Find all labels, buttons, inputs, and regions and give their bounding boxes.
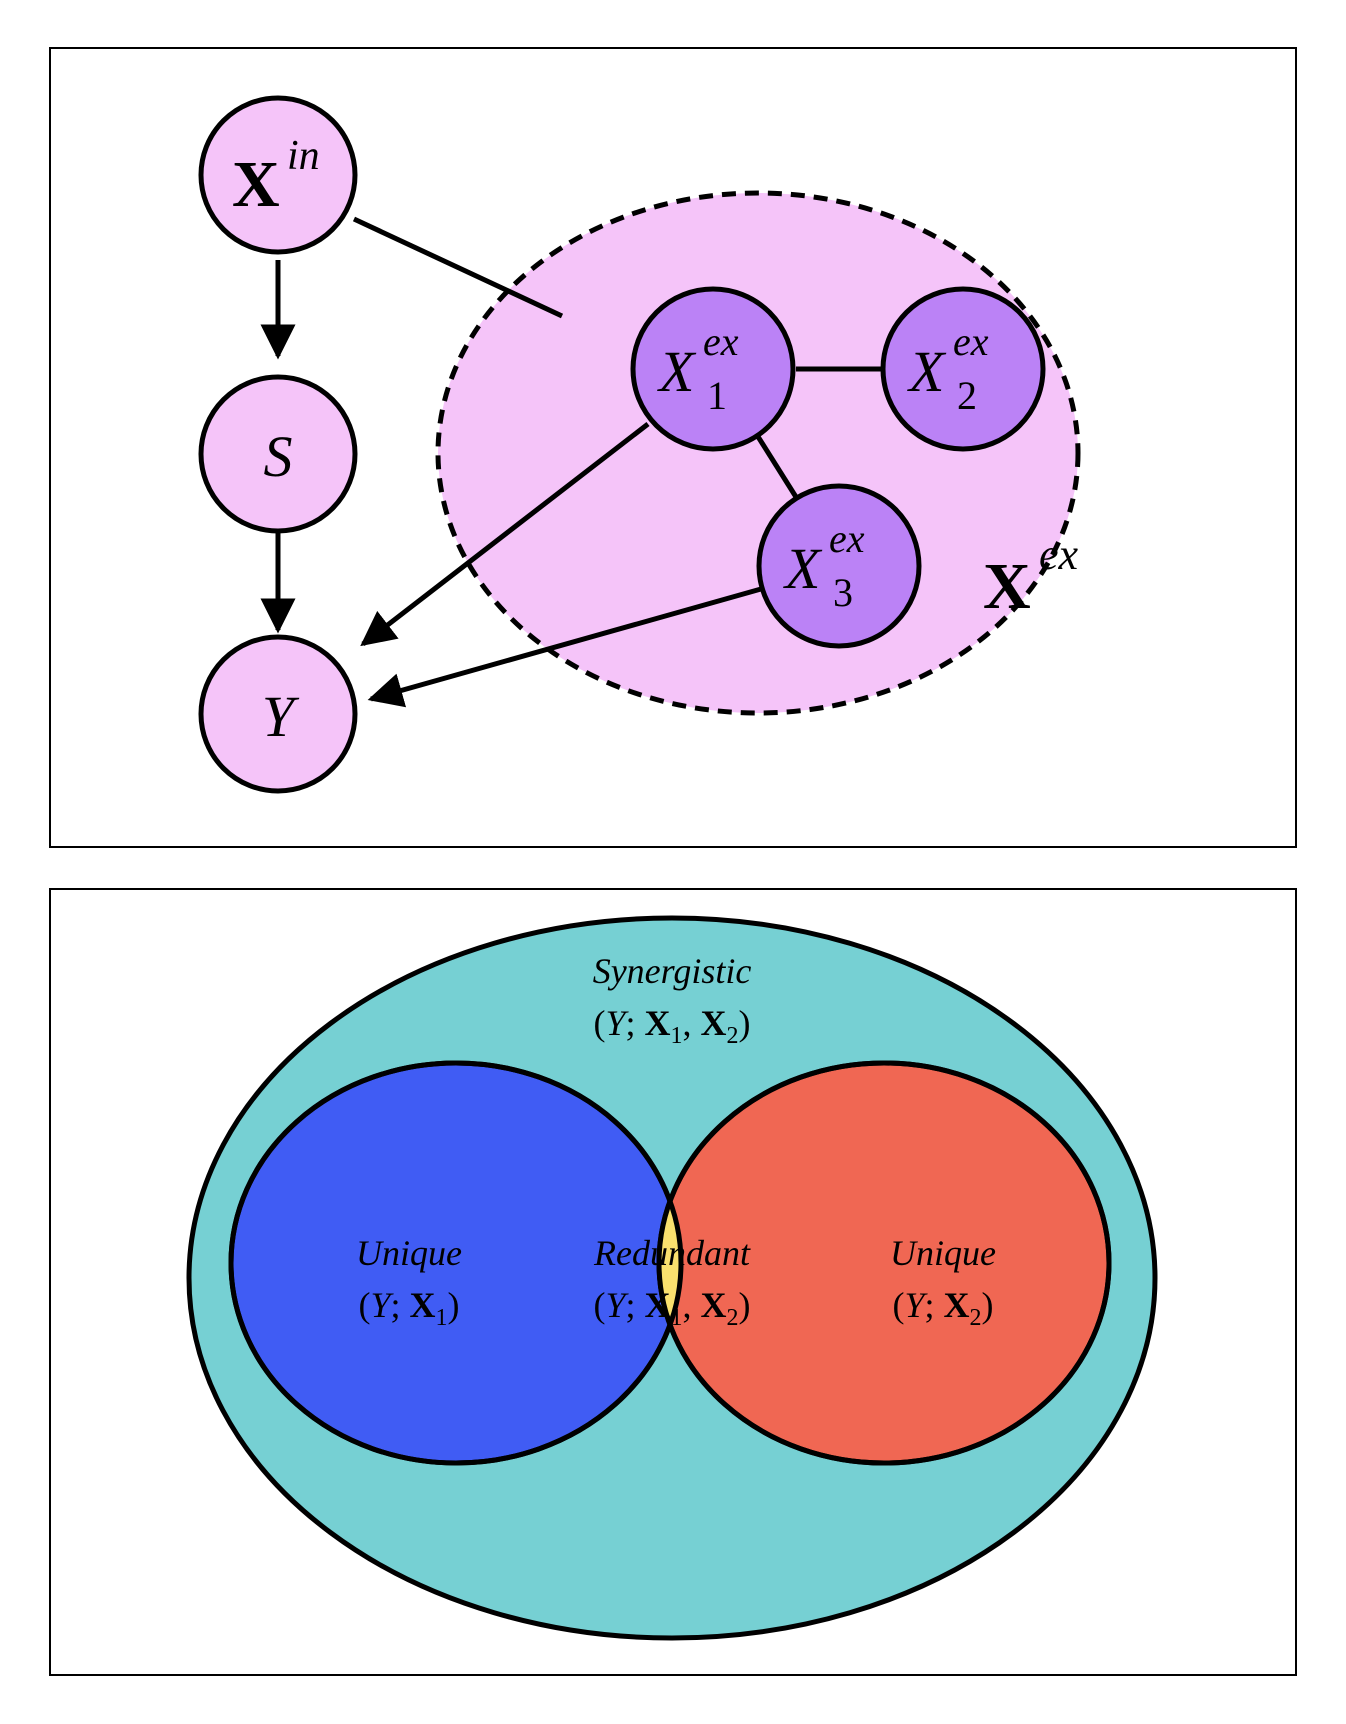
node-x2ex-sup: ex (953, 319, 989, 364)
synergistic-title: Synergistic (593, 951, 752, 991)
edge-x1-y (360, 422, 650, 647)
node-x1ex-base: X (657, 339, 697, 404)
node-s-label: S (264, 424, 293, 489)
synergistic-formula: (Y; X1, X2) (593, 1003, 750, 1049)
node-x3ex-sub: 3 (833, 570, 853, 615)
xex-dashed-region (435, 190, 1081, 716)
redundant-title: Redundant (593, 1233, 751, 1273)
redundant-label: Redundant (Y; X1, X2) (593, 1233, 751, 1331)
node-s: S (198, 374, 358, 534)
unique-x2-title: Unique (890, 1233, 996, 1273)
node-x2ex-sub: 2 (957, 373, 977, 418)
node-x3ex-sup: ex (829, 516, 865, 561)
edge-xin-region (352, 216, 564, 319)
node-x1ex-sup: ex (703, 319, 739, 364)
unique-x1-outline (228, 1060, 684, 1466)
node-x2ex-base: X (907, 339, 947, 404)
xex-group-label-sup: ex (1039, 530, 1079, 579)
node-x1ex-sub: 1 (707, 373, 727, 418)
node-y: Y (198, 634, 358, 794)
graph-panel: X in S Y X ex 1 X ex 2 X (49, 47, 1297, 848)
node-x1ex: X ex 1 (630, 286, 796, 452)
node-y-label: Y (262, 684, 300, 749)
unique-x2-outline (656, 1060, 1112, 1466)
venn-panel: Synergistic (Y; X1, X2) Unique (Y; X1) R… (49, 888, 1297, 1676)
unique-x1-title: Unique (356, 1233, 462, 1273)
node-xin-sup: in (287, 133, 320, 179)
node-xin-base: X (232, 148, 280, 221)
node-x3ex-base: X (783, 536, 823, 601)
xex-group-label-base: X (983, 550, 1031, 623)
node-x3ex: X ex 3 (756, 483, 922, 649)
xex-group-label: X ex (983, 530, 1079, 623)
node-x2ex: X ex 2 (880, 286, 1046, 452)
node-xin: X in (198, 95, 358, 255)
graph-diagram: X in S Y X ex 1 X ex 2 X (198, 95, 1081, 794)
redundant-formula: (Y; X1, X2) (593, 1285, 750, 1331)
synergistic-label: Synergistic (Y; X1, X2) (593, 951, 752, 1049)
edge-x3-y (367, 586, 762, 708)
venn-diagram: Synergistic (Y; X1, X2) Unique (Y; X1) R… (186, 915, 1158, 1641)
edge-x1-x3 (754, 433, 799, 499)
